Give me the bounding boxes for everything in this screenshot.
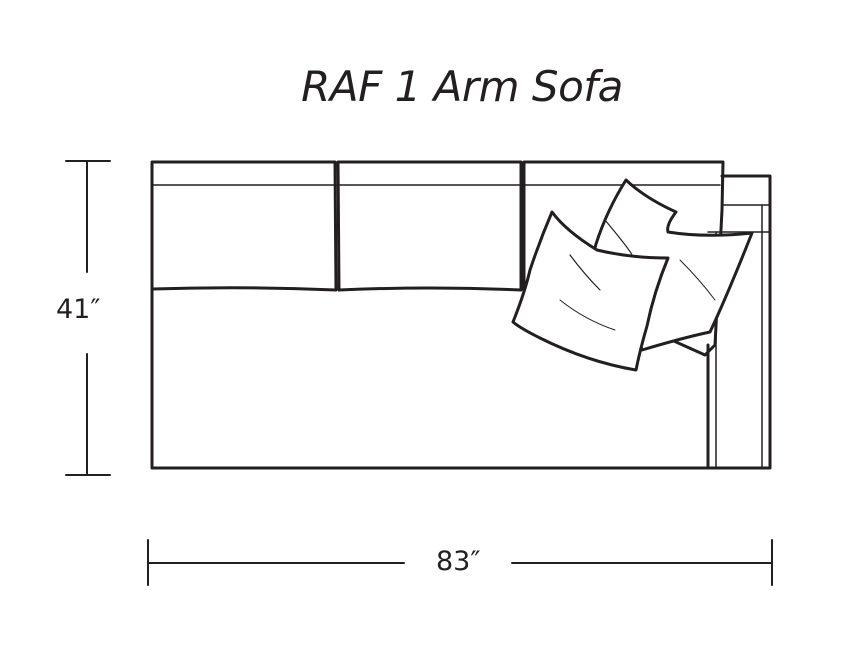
pillow-back-crease <box>679 259 716 301</box>
back-cushion-middle <box>336 160 523 292</box>
throw-pillows <box>511 178 754 372</box>
diagram-title: RAF 1 Arm Sofa <box>301 62 623 111</box>
back-cushion-left <box>150 160 338 292</box>
seat <box>150 287 710 470</box>
height-dimension <box>65 160 111 476</box>
pillow-front-crease <box>559 299 616 331</box>
pillow-front <box>511 210 670 372</box>
width-label: 83″ <box>436 546 481 577</box>
arm <box>706 174 772 470</box>
pillow-front-fold <box>569 254 601 291</box>
width-dimension <box>147 539 773 586</box>
height-label: 41″ <box>56 294 101 325</box>
pillow-back-fold <box>604 219 633 256</box>
